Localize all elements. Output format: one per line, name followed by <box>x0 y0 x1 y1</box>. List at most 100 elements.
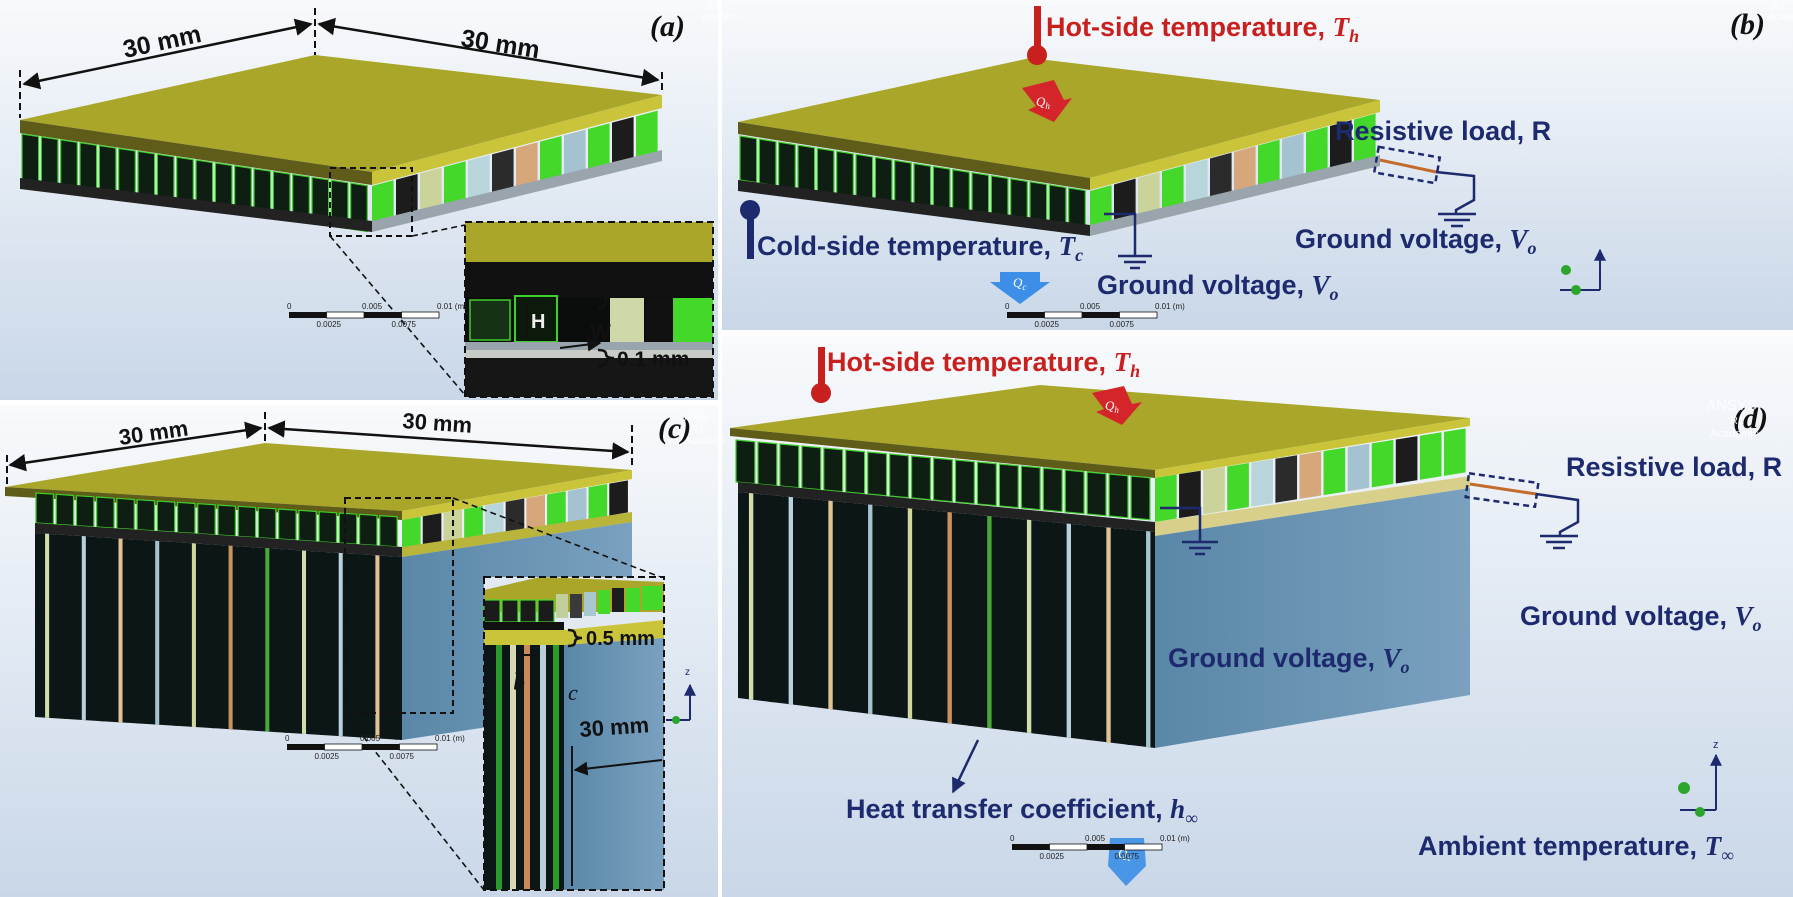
inset-a: H W 0.8 mm 0.1 mm <box>464 221 714 398</box>
te-leg <box>118 147 136 198</box>
te-leg-side <box>1419 432 1442 480</box>
fin <box>748 493 754 700</box>
scale-tick: 0.0025 <box>315 752 340 761</box>
axis-triad-c-icon: z <box>666 667 696 724</box>
dimension-width-arrow-c <box>8 421 263 472</box>
te-leg-side <box>1210 152 1232 203</box>
inset-leg-height-label: H <box>531 311 545 333</box>
te-leg <box>889 453 910 499</box>
thermoelectric-legs-front-c <box>35 492 398 548</box>
zoom-region <box>329 167 413 237</box>
ambient-temperature-label: Ambient temperature, T∞ <box>1418 831 1734 865</box>
scale-tick: 0 <box>1005 302 1010 311</box>
thermoelectric-legs-side-b <box>1090 113 1376 235</box>
scale-tick: 0 <box>1010 834 1015 843</box>
te-leg <box>79 141 98 192</box>
te-leg <box>35 492 54 525</box>
axis-z-label-d: z <box>1713 739 1719 751</box>
te-leg <box>156 500 176 533</box>
fin <box>1066 523 1072 738</box>
te-leg-side <box>547 491 566 527</box>
te-leg-side <box>484 502 504 538</box>
scale-tick: 0.01 (m) <box>1155 302 1185 311</box>
te-leg-side <box>1395 436 1418 484</box>
fin <box>848 502 853 712</box>
ground-symbol-d-icon <box>1160 506 1218 556</box>
fin <box>947 512 952 724</box>
resistive-load-label-d: Resistive load, R <box>1566 452 1782 482</box>
fin <box>155 540 160 725</box>
te-leg <box>1086 471 1107 517</box>
te-leg <box>757 441 778 487</box>
inset-base-thickness-label: 0.5 mm <box>586 628 655 650</box>
scale-tick: 0.0075 <box>1115 852 1140 861</box>
te-leg-side <box>505 498 525 534</box>
panel-b: Hot-side temperature, Th Qh Cold-side te… <box>738 1 1793 329</box>
te-leg-side <box>402 516 421 552</box>
fin <box>45 533 50 718</box>
te-leg-side <box>516 142 538 192</box>
axis-z-label-c: z <box>685 667 690 678</box>
fin <box>283 549 288 733</box>
te-leg <box>75 495 95 528</box>
te-leg-side <box>1299 451 1322 499</box>
te-leg <box>197 503 216 536</box>
scale-tick: 0.01 (m) <box>437 302 467 311</box>
te-leg <box>1064 469 1085 515</box>
te-leg <box>98 144 117 195</box>
scale-tick: 0.01 (m) <box>1160 834 1190 843</box>
te-leg-side <box>422 513 442 549</box>
ground-label-b-2: Ground voltage, Vo <box>1295 224 1537 258</box>
inset-plate-thickness-label: 0.8 mm <box>617 274 689 297</box>
fin <box>320 551 325 736</box>
fin <box>1007 517 1012 731</box>
fin <box>118 538 123 723</box>
scale-tick: 0.005 <box>362 302 383 311</box>
hot-thermometer-d-icon <box>818 347 825 389</box>
module-top-plate-c <box>5 443 632 511</box>
te-leg <box>816 147 835 196</box>
axis-triad-b-icon <box>1560 248 1606 295</box>
te-leg <box>976 461 997 507</box>
te-leg-side <box>1186 159 1208 209</box>
te-leg <box>318 511 338 544</box>
panel-a-label: (a) <box>650 10 685 43</box>
te-leg <box>739 135 758 184</box>
te-leg <box>867 451 888 497</box>
te-leg <box>855 153 874 202</box>
fin <box>357 554 362 738</box>
te-leg <box>379 515 398 548</box>
fin <box>1026 519 1032 734</box>
te-leg <box>779 443 800 489</box>
scale-tick: 0.0025 <box>1035 320 1060 329</box>
heat-in-arrow-d-icon <box>1092 386 1142 425</box>
te-leg-side <box>1282 133 1304 183</box>
panel-c-label: (c) <box>658 412 691 445</box>
resistive-load-box <box>1372 145 1442 185</box>
ground-symbol-d2-icon <box>1535 492 1580 550</box>
fin <box>338 552 343 737</box>
ground-symbol-icon <box>1104 212 1152 270</box>
scale-tick: 0.0075 <box>392 320 417 329</box>
dimension-depth-arrow-c <box>267 420 630 460</box>
te-leg-side <box>1275 455 1298 503</box>
heat-in-arrow-icon <box>1022 80 1072 122</box>
fin <box>136 539 141 724</box>
te-leg-side <box>1251 459 1273 507</box>
heatsink-side-d <box>1155 488 1470 748</box>
fin <box>788 496 794 705</box>
scale-tick: 0.005 <box>360 734 381 743</box>
te-leg-side <box>588 123 610 173</box>
te-leg <box>845 449 866 495</box>
te-leg-side <box>1330 120 1352 170</box>
fin <box>63 534 68 720</box>
te-leg-side <box>1227 463 1249 511</box>
inset-leg-width-label: W <box>590 320 611 345</box>
te-leg <box>874 156 893 205</box>
